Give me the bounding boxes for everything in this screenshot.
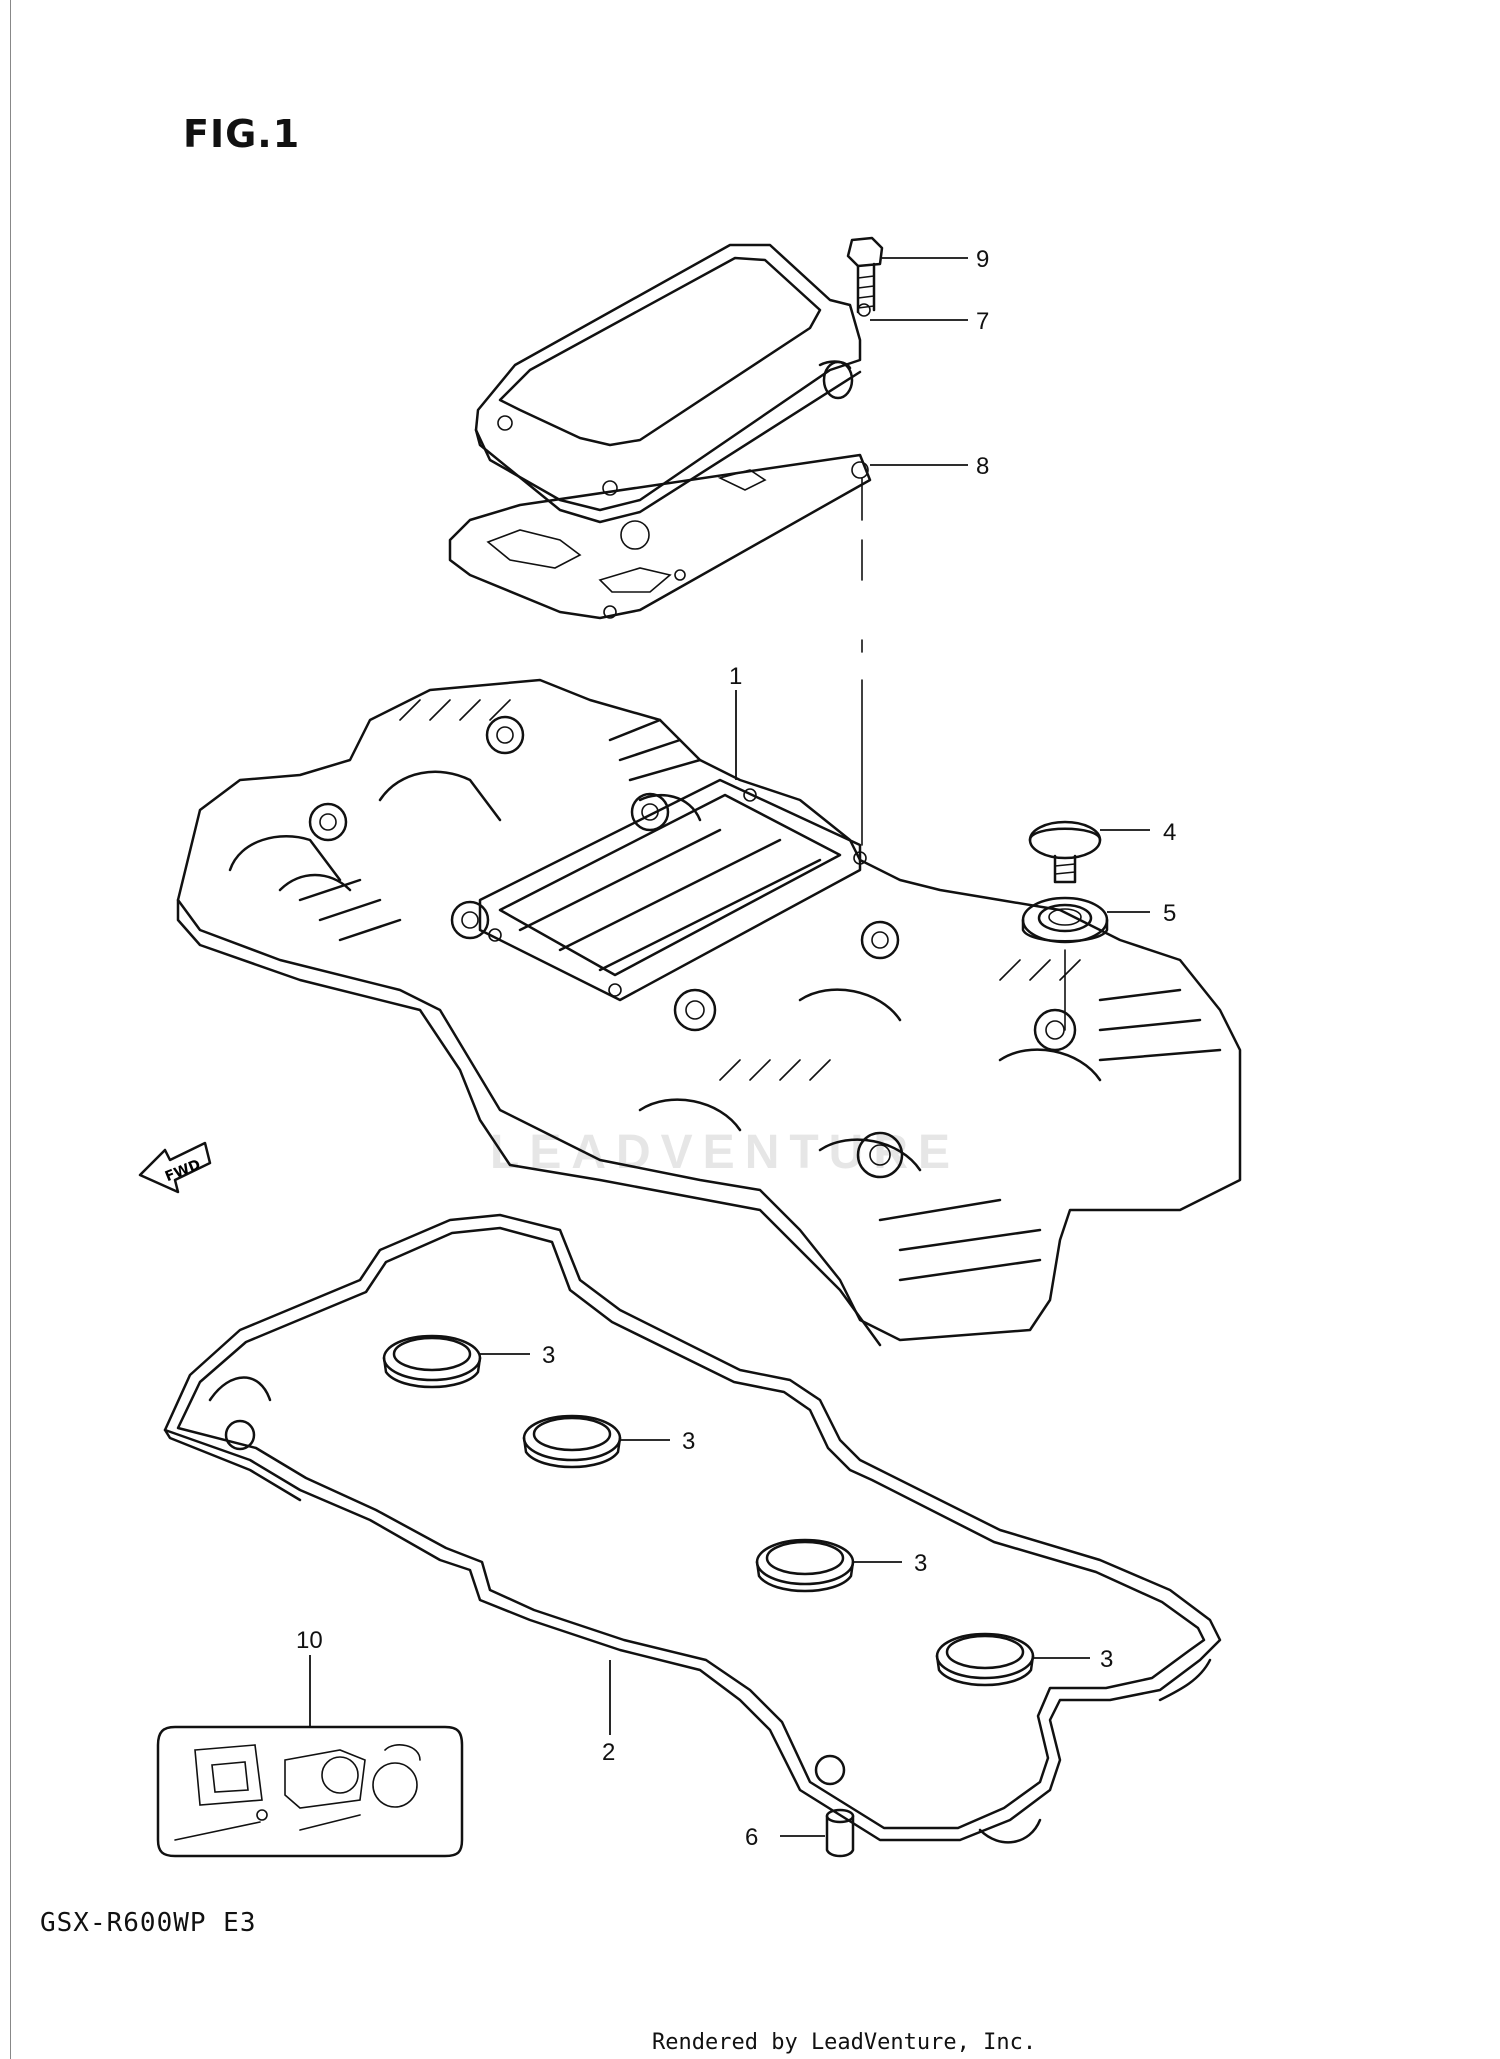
callout-3b: 3 [682,1428,695,1455]
footer-credit: Rendered by LeadVenture, Inc. [652,2030,1037,2055]
callout-2: 2 [602,1739,615,1766]
part-3-seal-a[interactable] [382,1334,482,1389]
part-2-cover-gasket[interactable] [163,1213,1222,1844]
callout-3d: 3 [1100,1646,1113,1673]
part-4-cap-bolt[interactable] [1028,820,1102,884]
part-1-cylinder-head-cover[interactable] [176,678,1242,1347]
callout-4: 4 [1163,819,1176,846]
part-9-bolt[interactable] [846,236,884,314]
part-8-gasket[interactable] [448,453,872,620]
model-code: GSX-R600WP E3 [40,1908,257,1938]
part-3-seal-c[interactable] [755,1538,855,1593]
figure-title: FIG.1 [183,112,301,156]
fwd-arrow-icon: FWD [138,1141,212,1194]
callout-8: 8 [976,453,989,480]
part-3-seal-b[interactable] [522,1414,622,1469]
callout-9: 9 [976,246,989,273]
leader-lines [309,257,1150,1837]
part-6-dowel-pin[interactable] [825,1808,855,1858]
callout-5: 5 [1163,900,1176,927]
page-border-line [10,0,11,2059]
part-3-seal-d[interactable] [935,1632,1035,1687]
part-7-breather-cover[interactable] [474,243,871,524]
callout-3a: 3 [542,1342,555,1369]
callout-10: 10 [296,1627,323,1654]
part-10-gasket-set[interactable] [156,1725,464,1858]
callout-1: 1 [729,663,742,690]
part-5-seal-washer[interactable] [1021,896,1109,944]
callout-7: 7 [976,308,989,335]
callout-6: 6 [745,1824,758,1851]
callout-3c: 3 [914,1550,927,1577]
